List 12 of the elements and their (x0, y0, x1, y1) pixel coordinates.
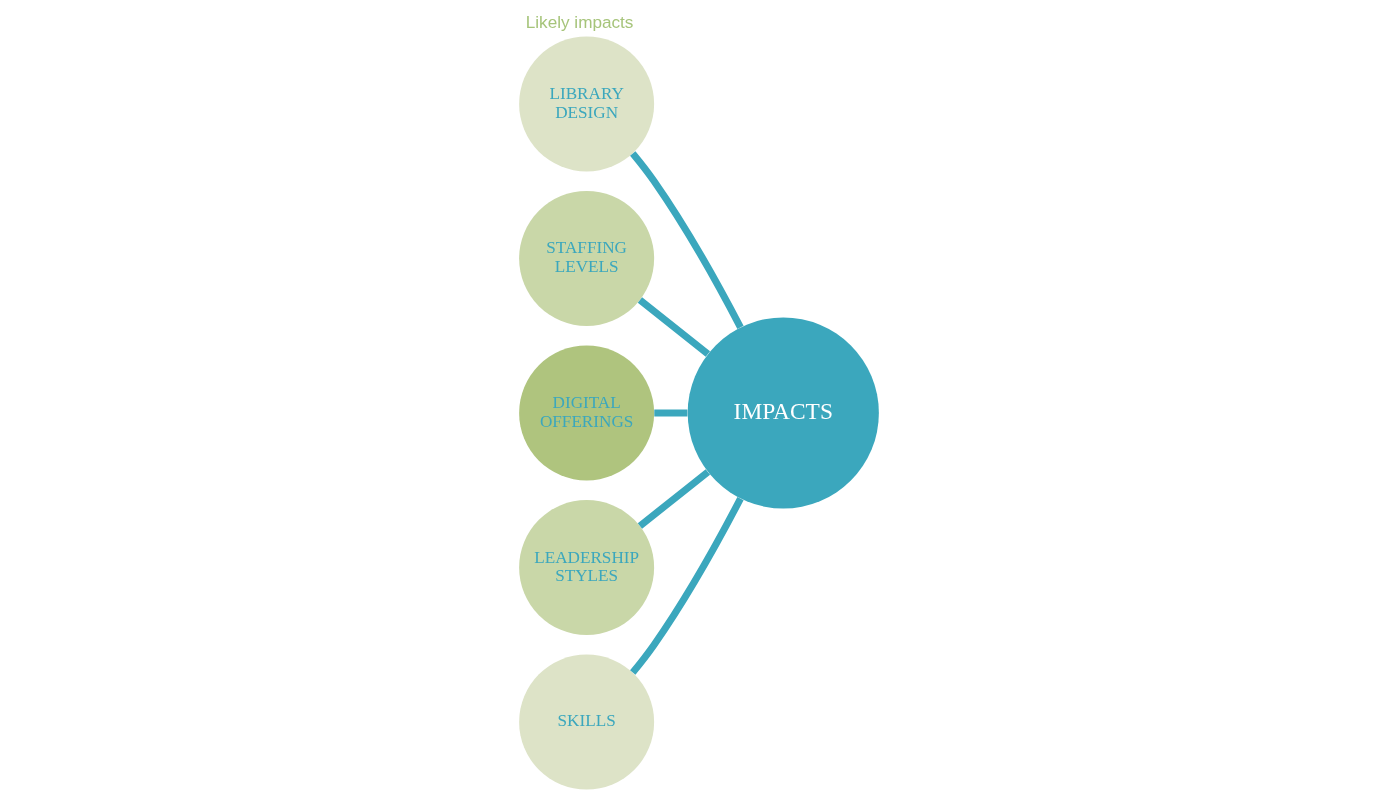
diagram-title: Likely impacts (525, 12, 634, 33)
node-circle: LEADERSHIP STYLES (519, 500, 655, 635)
node-circle: LIBRARY DESIGN (519, 36, 655, 172)
connector (630, 497, 744, 675)
connector (637, 297, 711, 357)
node-circle: DIGITAL OFFERINGS (519, 345, 655, 481)
connector (637, 469, 711, 529)
connector (630, 151, 744, 329)
node-circle: SKILLS (519, 654, 655, 790)
connector (654, 409, 688, 417)
node-circle: STAFFING LEVELS (519, 190, 655, 326)
node-circle: IMPACTS (687, 317, 879, 509)
